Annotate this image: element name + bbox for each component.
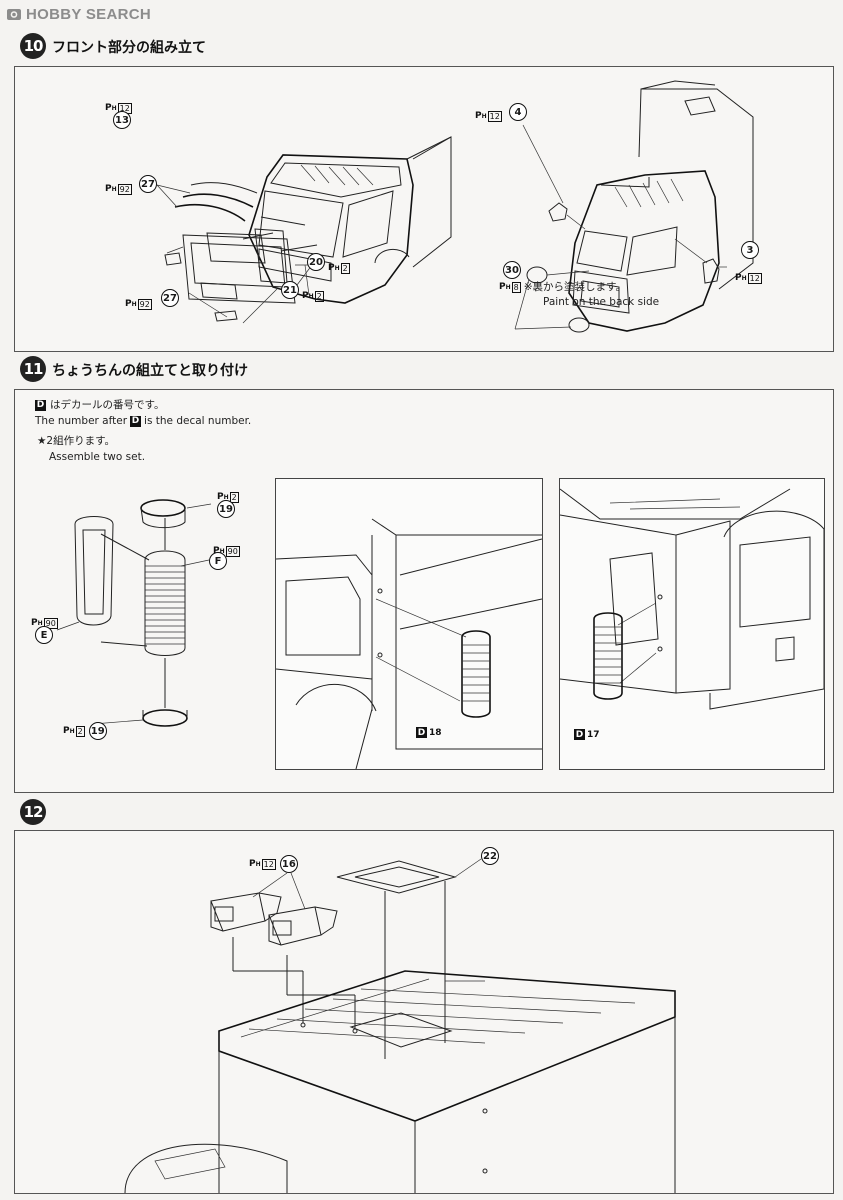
step-11-title: ちょうちんの組立てと取り付け (52, 363, 248, 379)
part-27-callout-bottom: 27 (161, 289, 179, 307)
lantern-mount-left-drawing (276, 518, 542, 769)
watermark-text: HOBBY SEARCH (26, 5, 152, 23)
part-30-callout: 30 (503, 261, 521, 279)
lantern-mount-right-view: D 17 (559, 478, 825, 770)
lantern-mount-right-drawing (560, 488, 824, 710)
decal-note-en-line: The number after D is the decal number. (35, 414, 251, 428)
decal-17-number: 17 (587, 729, 600, 740)
assemble-note-en: Assemble two set. (49, 451, 146, 463)
decal-letter-badge: D (35, 399, 46, 411)
part-13-callout: 13 (113, 111, 131, 129)
part-3-callout: 3 (741, 241, 759, 259)
step-10-number: 10 (20, 33, 46, 59)
part-e-callout: E (35, 626, 53, 644)
box-body-illustration (124, 970, 676, 1193)
roof-assembly-drawing (124, 858, 676, 1193)
lantern-exploded-drawing (56, 499, 212, 727)
roof-plate-part-22 (336, 858, 482, 1059)
decal-letter-badge-inline: D (130, 415, 142, 427)
hobby-search-logo-icon (7, 9, 21, 20)
truck-right-illustration (514, 80, 754, 333)
decal-18-number: 18 (429, 727, 442, 738)
step-12-number: 12 (20, 799, 46, 825)
paint-note-en: Paint on the back side (543, 296, 660, 308)
decal-17-callout: D 17 (574, 729, 600, 740)
part-4-callout: 4 (509, 103, 527, 121)
part-16-callout: 16 (279, 855, 298, 873)
part-27-callout-top: 27 (139, 175, 157, 193)
part-f-callout: F (209, 552, 227, 570)
step-10-title: フロント部分の組み立て (52, 40, 206, 56)
paint-note-jp: ※裏から塗装します。 (523, 281, 626, 293)
part-21-callout: 21 (281, 281, 299, 299)
step-11-number: 11 (20, 356, 46, 382)
speaker-parts (210, 872, 356, 1029)
part-19-callout-top: 19 (217, 500, 235, 518)
decal-note-jp: はデカールの番号です。 (50, 399, 165, 411)
part-20-callout: 20 (307, 253, 325, 271)
part-22-callout: 22 (481, 847, 499, 865)
assemble-note-jp: ★2組作ります。 (37, 435, 116, 447)
truck-cab-left-illustration (242, 136, 452, 304)
lantern-mount-left-view: D 18 (275, 478, 543, 770)
step-11-panel: D はデカールの番号です。 The number after D is the … (14, 389, 834, 793)
part-19-callout-bottom: 19 (88, 722, 107, 740)
decal-18-callout: D 18 (416, 727, 442, 738)
decal-note-en-a: The number after (35, 415, 128, 427)
decal-note-jp-line: D はデカールの番号です。 (35, 398, 164, 412)
watermark: HOBBY SEARCH (6, 4, 151, 24)
bumper-grille-parts (156, 182, 319, 324)
decal-note-en-b: is the decal number. (144, 415, 252, 427)
